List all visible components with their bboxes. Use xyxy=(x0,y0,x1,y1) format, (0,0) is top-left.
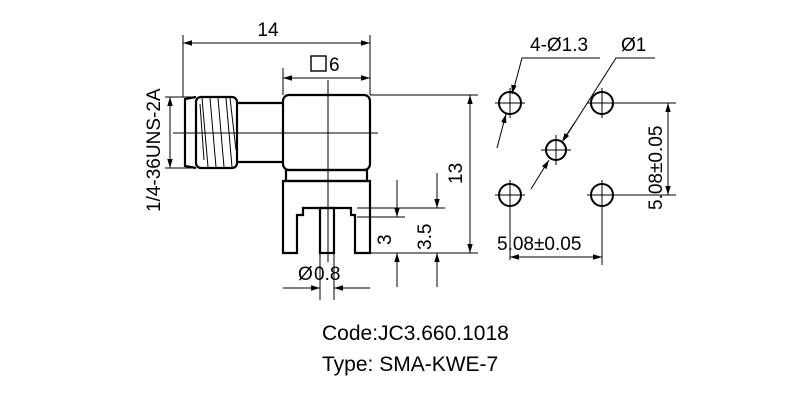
part-code: Code:JC3.660.1018 xyxy=(322,322,509,345)
side-view: 14 6 1/4-36UNS-2A 13 3 3.5 Ø 0.8 xyxy=(144,20,478,300)
center-lines xyxy=(173,80,378,262)
collar xyxy=(284,168,369,183)
dim-height: 13 xyxy=(446,163,467,184)
diameter-symbol-icon: Ø xyxy=(298,264,313,285)
square-symbol-icon xyxy=(310,55,327,72)
dim-horizontal-pitch: 5.08±0.05 xyxy=(497,234,581,255)
center-pin xyxy=(318,206,336,255)
dim-thread-spec: 1/4-36UNS-2A xyxy=(144,88,165,212)
base-with-legs xyxy=(281,179,372,255)
dim-vertical-pitch: 5.08±0.05 xyxy=(646,126,667,210)
dim-pin-diameter: 0.8 xyxy=(314,264,340,285)
dim-standoff-3: 3 xyxy=(375,234,396,245)
footprint-view: 4-Ø1.3 Ø1 5.08±0.05 5.08±0.05 xyxy=(495,35,676,265)
label-mount-holes: 4-Ø1.3 xyxy=(530,35,588,56)
label-center-hole: Ø1 xyxy=(621,35,646,56)
dim-standoff-3-5: 3.5 xyxy=(415,224,436,250)
part-type: Type: SMA-KWE-7 xyxy=(322,353,498,376)
dim-overall-length: 14 xyxy=(257,20,279,41)
dim-body-square: 6 xyxy=(329,55,340,76)
shaft xyxy=(237,101,283,164)
